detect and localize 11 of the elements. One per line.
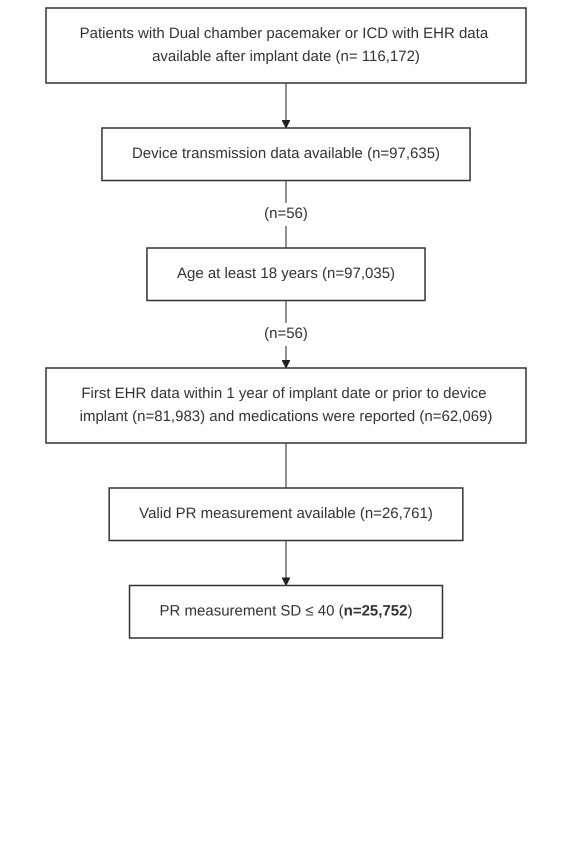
node-box: Age at least 18 years (n=97,035) — [146, 247, 426, 302]
connector — [285, 442, 286, 488]
node-box: First EHR data within 1 year of implant date or prior to device implant (n=81,983) and medications were reported (n=62,069) — [44, 367, 526, 444]
edge-label: (n=56) — [264, 205, 308, 222]
arrow — [281, 82, 290, 128]
node-box: PR measurement SD ≤ 40 (n=25,752) — [128, 584, 443, 639]
node-box: Patients with Dual chamber pacemaker or ICD with EHR data available after implant date (n= 116,172) — [44, 7, 526, 84]
node-box: Valid PR measurement available (n=26,761) — [108, 487, 464, 542]
node-box: Device transmission data available (n=97,635) — [100, 127, 470, 182]
edge-label: (n=56) — [264, 325, 308, 342]
arrow — [281, 540, 290, 586]
